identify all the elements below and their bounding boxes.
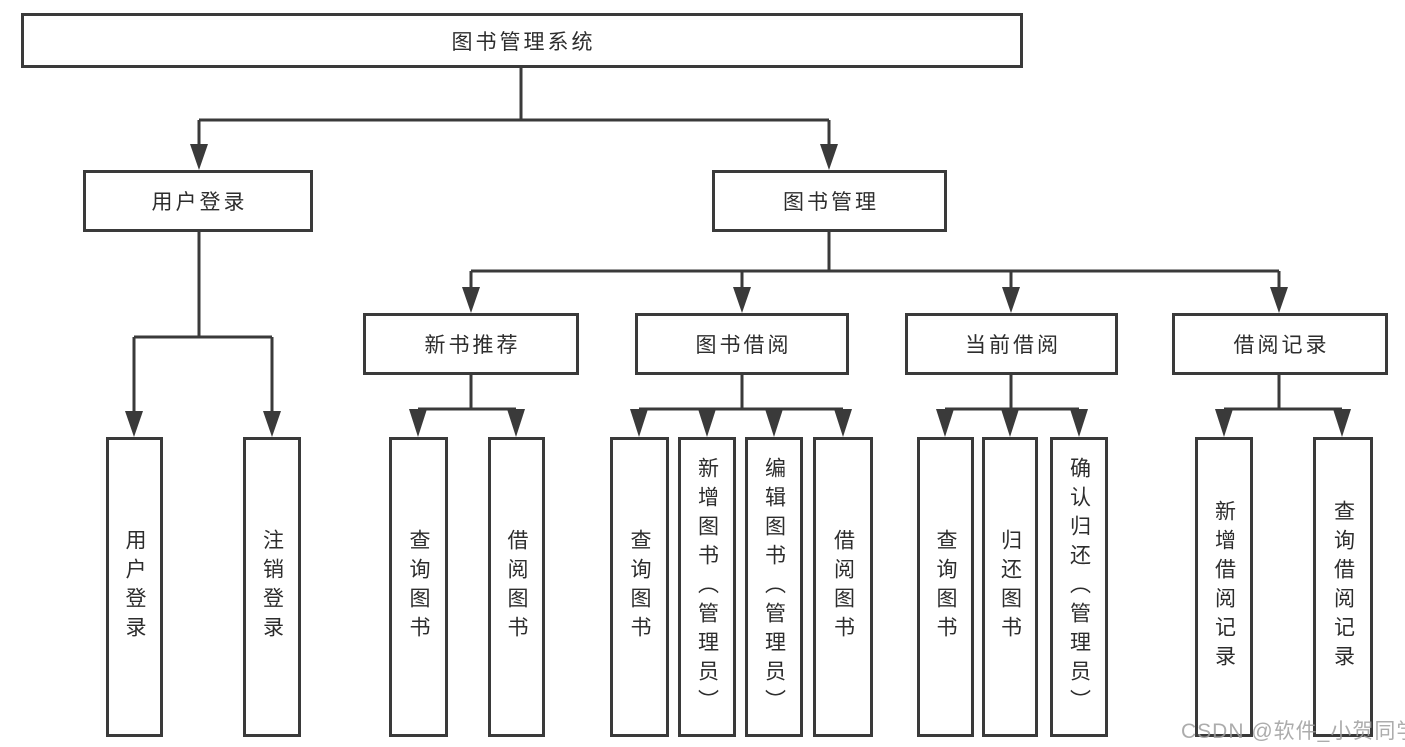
- connector-user-login-branch: [132, 232, 274, 413]
- arrow-down-icon: [1215, 409, 1233, 437]
- node-book-management: 图书管理: [712, 170, 947, 232]
- arrow-down-icon: [765, 409, 783, 437]
- connector-new-book-branch: [418, 375, 516, 411]
- arrow-down-icon: [1001, 409, 1019, 437]
- node-new-book-recommend: 新书推荐: [363, 313, 579, 375]
- arrow-down-icon: [409, 409, 427, 437]
- arrow-down-icon: [1270, 287, 1288, 313]
- node-book-borrow: 图书借阅: [635, 313, 849, 375]
- leaf-user-login: 用户登录: [106, 437, 163, 737]
- connector-root-to-level2: [197, 68, 831, 146]
- leaf-return-books: 归还图书: [982, 437, 1038, 737]
- arrow-down-icon: [1333, 409, 1351, 437]
- arrow-down-icon: [1070, 409, 1088, 437]
- arrow-down-icon: [507, 409, 525, 437]
- node-user-login: 用户登录: [83, 170, 313, 232]
- arrow-down-icon: [1002, 287, 1020, 313]
- arrow-down-icon: [190, 144, 208, 170]
- connector-borrow-records-branch: [1224, 375, 1342, 411]
- arrow-down-icon: [820, 144, 838, 170]
- leaf-confirm-return-admin: 确认归还（管理员）: [1050, 437, 1108, 737]
- leaf-query-books-current: 查询图书: [917, 437, 974, 737]
- arrow-down-icon: [125, 411, 143, 437]
- arrow-down-icon: [733, 287, 751, 313]
- leaf-logout: 注销登录: [243, 437, 301, 737]
- arrow-down-icon: [834, 409, 852, 437]
- node-borrow-records: 借阅记录: [1172, 313, 1388, 375]
- leaf-borrow-books-recommend: 借阅图书: [488, 437, 545, 737]
- watermark: CSDN @软件_小贺同学: [1181, 720, 1405, 743]
- arrow-down-icon: [698, 409, 716, 437]
- connector-current-borrow-branch: [945, 375, 1079, 411]
- connector-book-mgmt-branch: [469, 232, 1281, 289]
- leaf-edit-books-admin: 编辑图书（管理员）: [745, 437, 803, 737]
- node-current-borrow: 当前借阅: [905, 313, 1118, 375]
- leaf-query-books-recommend: 查询图书: [389, 437, 448, 737]
- arrow-down-icon: [263, 411, 281, 437]
- leaf-add-books-admin: 新增图书（管理员）: [678, 437, 736, 737]
- leaf-query-borrow-record: 查询借阅记录: [1313, 437, 1373, 737]
- arrow-down-icon: [936, 409, 954, 437]
- arrow-down-icon: [462, 287, 480, 313]
- arrow-down-icon: [630, 409, 648, 437]
- node-library-system: 图书管理系统: [21, 13, 1023, 68]
- leaf-add-borrow-record: 新增借阅记录: [1195, 437, 1253, 737]
- connector-book-borrow-branch: [639, 375, 843, 411]
- leaf-borrow-books: 借阅图书: [813, 437, 873, 737]
- leaf-query-books-borrow: 查询图书: [610, 437, 669, 737]
